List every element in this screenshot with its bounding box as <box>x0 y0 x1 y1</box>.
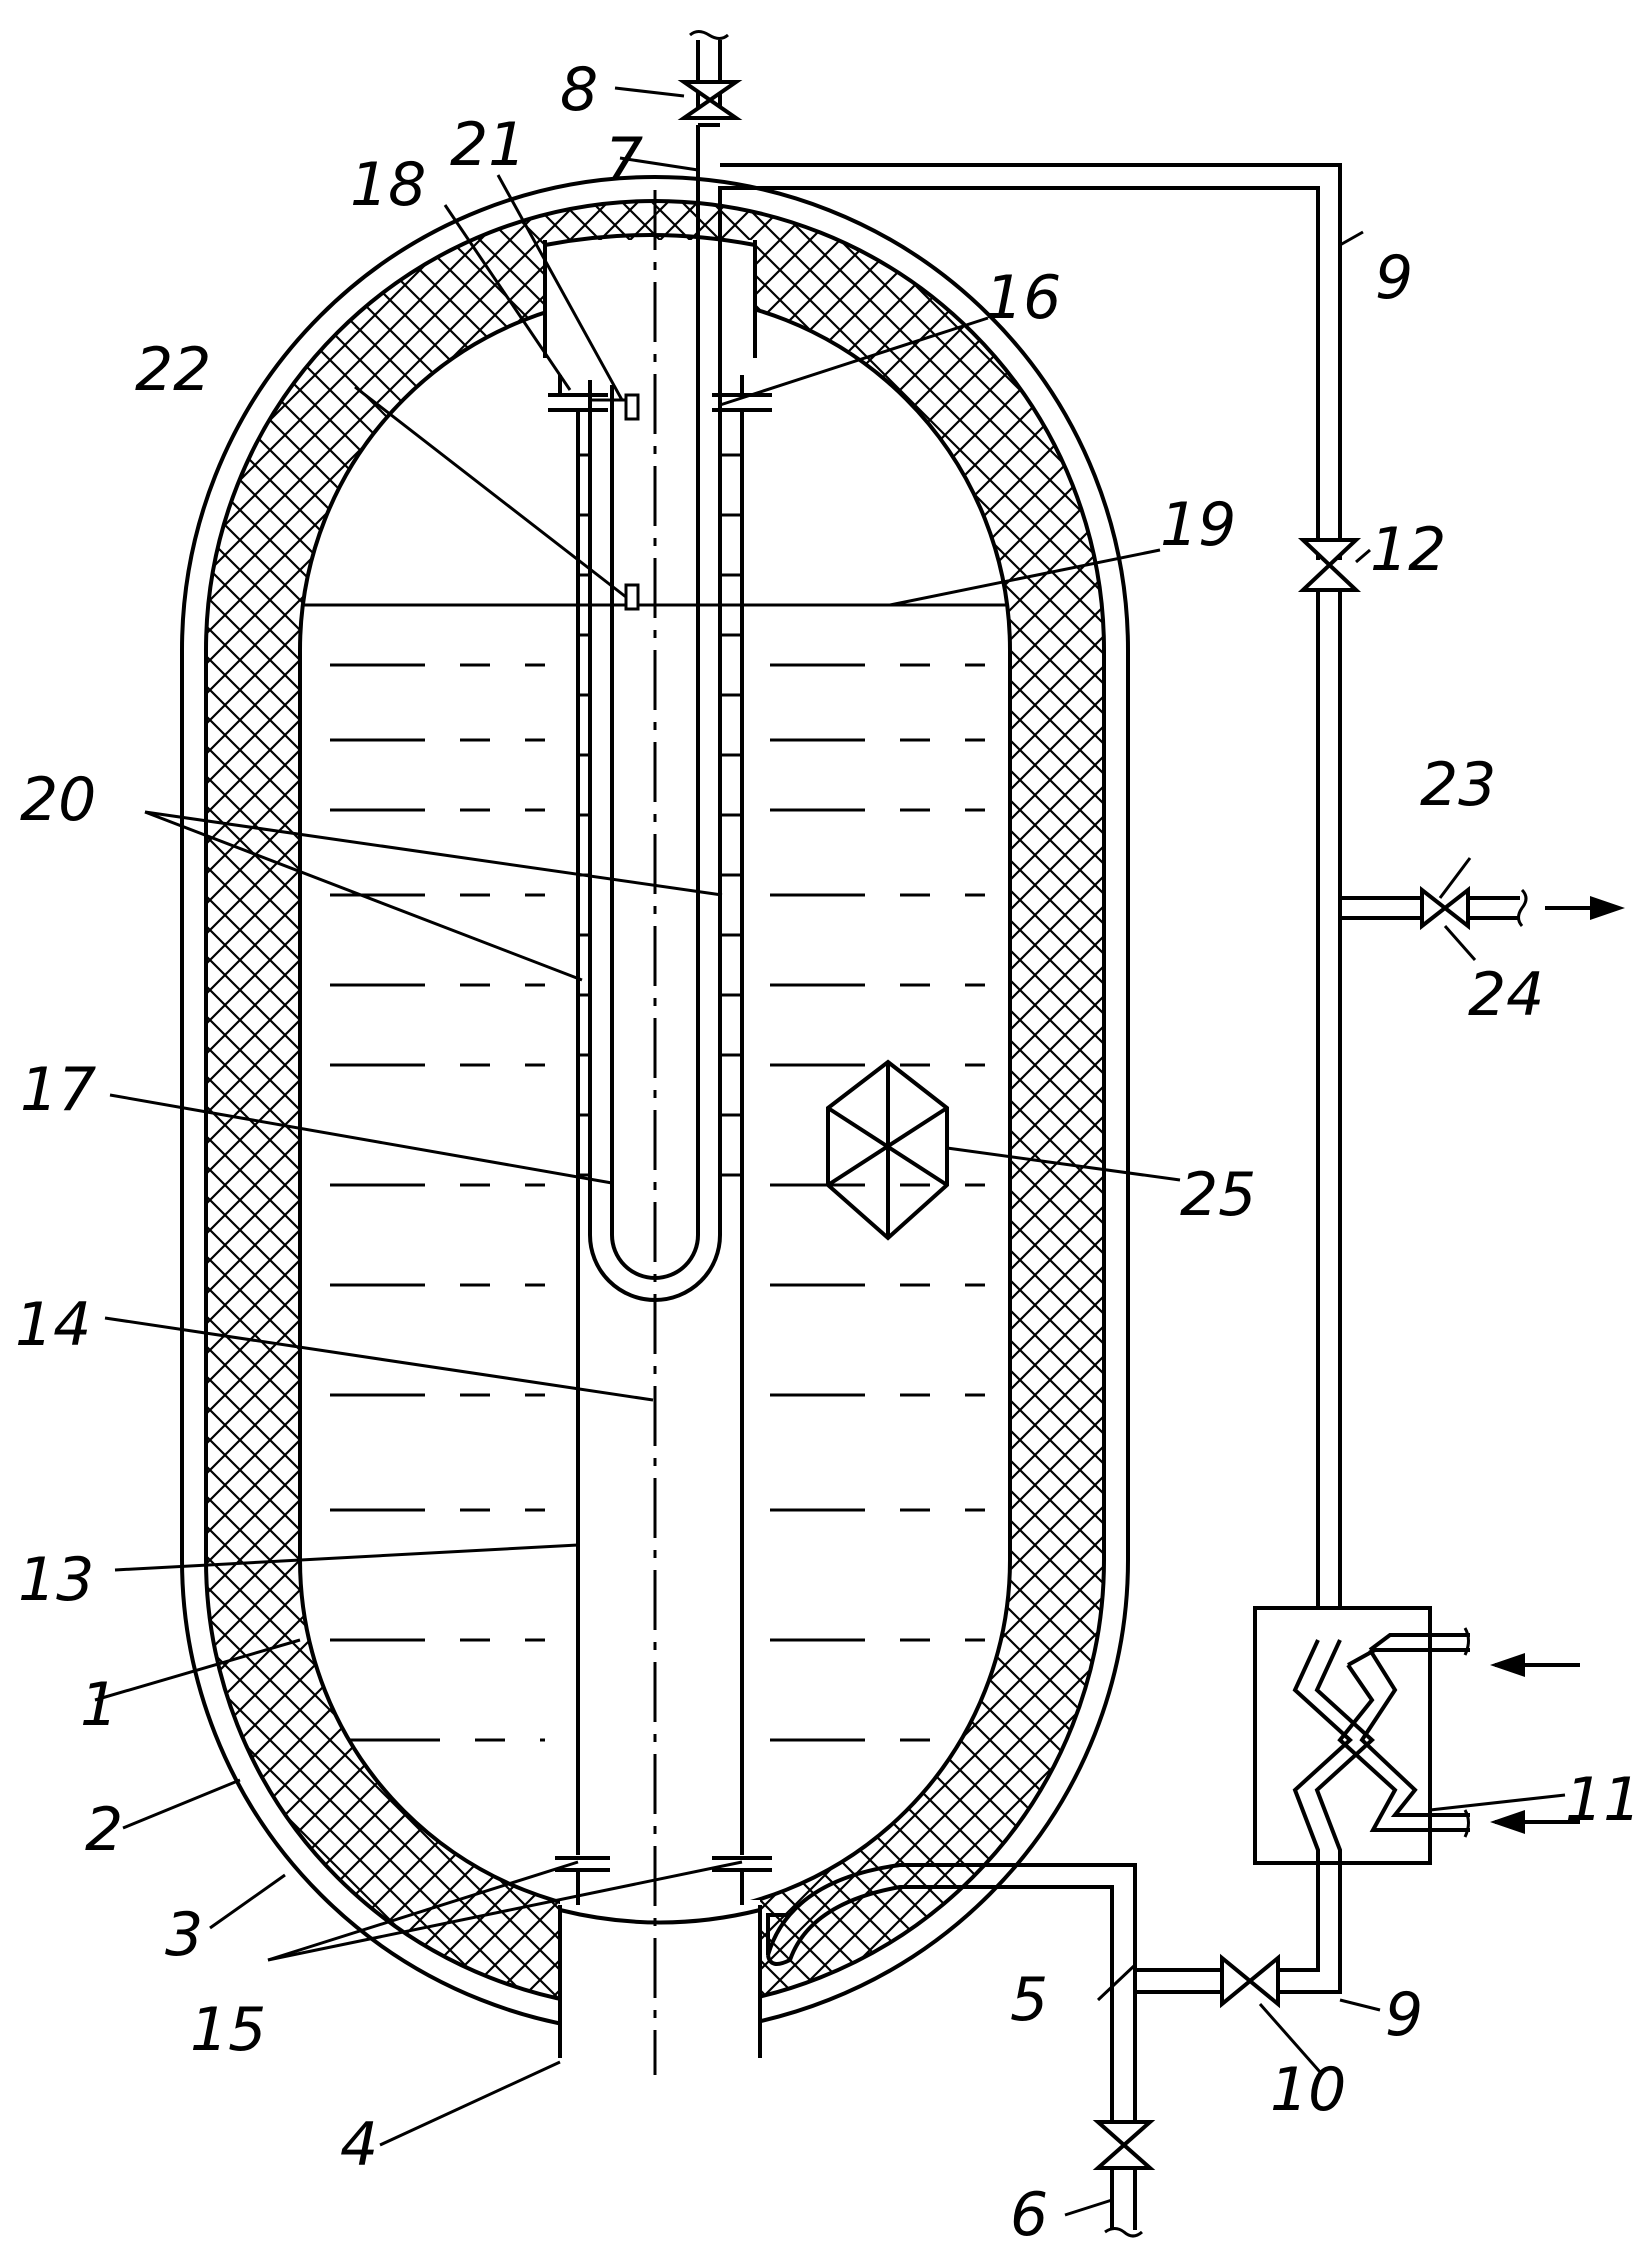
bottom-neck <box>560 1900 760 2065</box>
label-19: 19 <box>1160 490 1236 560</box>
label-9b: 9 <box>1385 1980 1423 2050</box>
label-6: 6 <box>1010 2180 1048 2249</box>
label-21: 21 <box>450 110 526 180</box>
label-2: 2 <box>85 1795 123 1865</box>
lower-sensor <box>626 585 638 609</box>
valve-6 <box>1098 2122 1150 2168</box>
label-11: 11 <box>1565 1765 1637 1835</box>
valve-12 <box>1303 540 1356 590</box>
label-3: 3 <box>165 1900 203 1970</box>
label-20: 20 <box>20 765 96 835</box>
label-8: 8 <box>560 55 598 125</box>
label-17: 17 <box>20 1055 96 1125</box>
label-18: 18 <box>350 150 426 220</box>
label-7: 7 <box>605 125 643 195</box>
upper-sensor <box>626 395 638 419</box>
label-5: 5 <box>1010 1965 1048 2035</box>
crystal-25 <box>828 1062 947 1238</box>
column-perforations <box>578 455 742 1175</box>
label-12: 12 <box>1370 515 1446 585</box>
label-1: 1 <box>80 1670 118 1740</box>
label-24: 24 <box>1468 960 1544 1030</box>
valve-8 <box>684 82 736 118</box>
label-14: 14 <box>15 1290 91 1360</box>
label-22: 22 <box>135 335 211 405</box>
top-neck <box>545 235 755 390</box>
label-16: 16 <box>985 263 1061 333</box>
label-9a: 9 <box>1375 243 1413 313</box>
label-25: 25 <box>1180 1160 1256 1230</box>
label-23: 23 <box>1420 750 1496 820</box>
label-13: 13 <box>18 1545 94 1615</box>
valve-24 <box>1422 890 1468 926</box>
label-4: 4 <box>340 2110 378 2180</box>
label-10: 10 <box>1270 2055 1346 2125</box>
label-15: 15 <box>190 1995 266 2065</box>
valve-10 <box>1222 1958 1278 2004</box>
